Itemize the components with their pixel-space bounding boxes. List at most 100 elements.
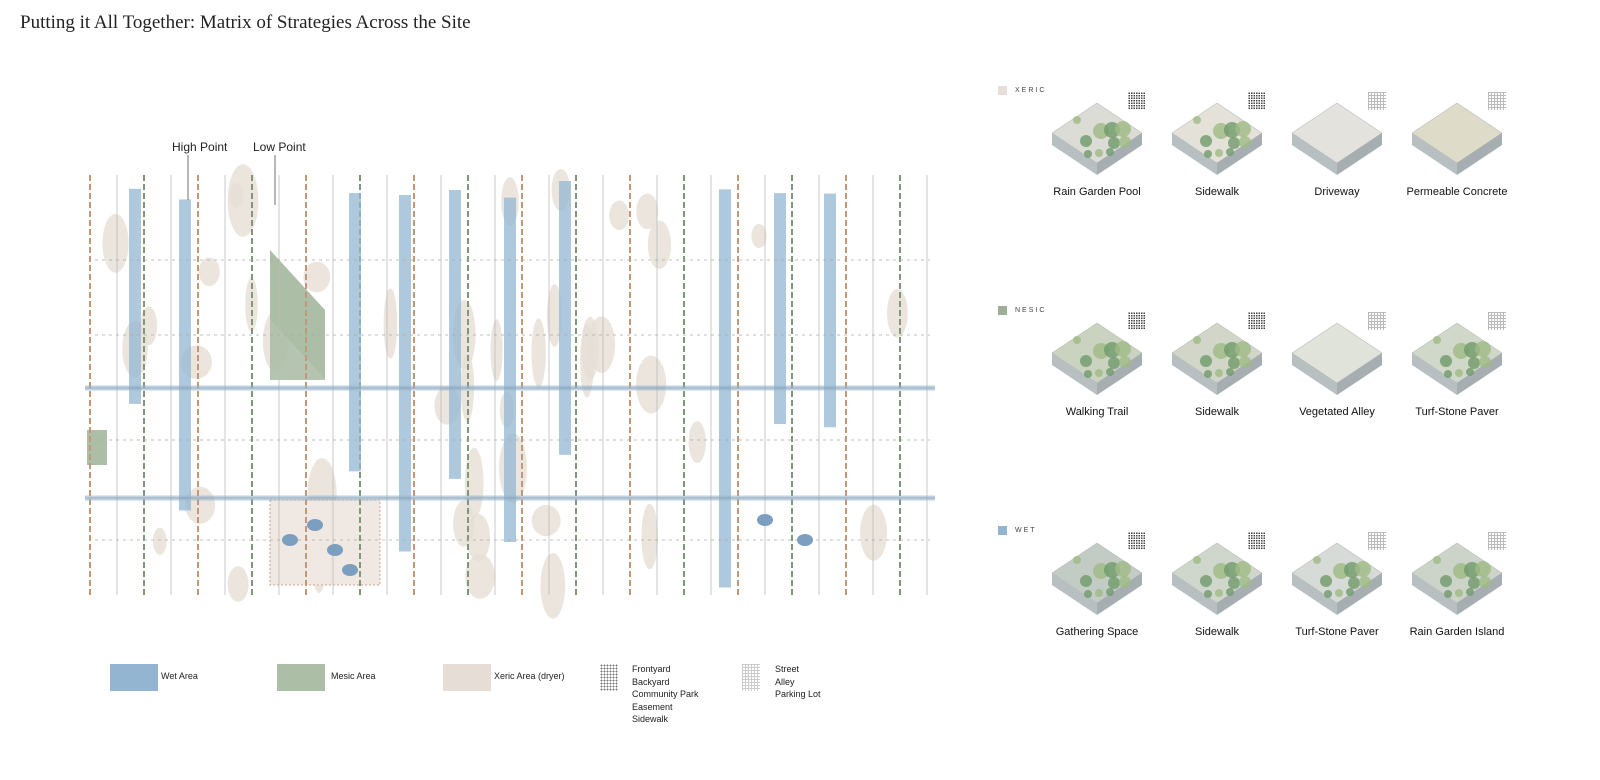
isometric-block-icon: [1051, 542, 1143, 615]
mesic-legend-label: Mesic Area: [331, 671, 376, 681]
strategy-label: Driveway: [1314, 186, 1360, 198]
mesic-park: [270, 320, 325, 380]
isometric-block-icon: [1171, 102, 1263, 175]
isometric-block-icon: [1291, 322, 1383, 395]
isometric-block-icon: [1051, 102, 1143, 175]
strategy-label: Sidewalk: [1194, 186, 1240, 198]
strategy-tile: Rain Garden Island: [1402, 535, 1512, 638]
legend-easement: Easement: [632, 701, 673, 712]
wet-area: [824, 193, 836, 428]
strategy-tile: Rain Garden Pool: [1042, 95, 1152, 198]
wet-area: [399, 195, 411, 552]
strategy-label: Gathering Space: [1055, 626, 1139, 638]
xeric-area: [531, 318, 546, 388]
rain-garden: [307, 519, 323, 531]
isometric-block-icon: [1051, 322, 1143, 395]
material-pattern-icon: [1248, 532, 1266, 550]
wet-area: [449, 190, 461, 479]
strategy-label: Walking Trail: [1065, 406, 1129, 418]
strategy-tile: Sidewalk: [1162, 315, 1272, 418]
category-xeric: XERIC: [998, 86, 1046, 95]
xeric-area: [531, 504, 561, 537]
xeric-area: [609, 200, 630, 231]
isometric-block-icon: [1411, 322, 1503, 395]
xeric-area: [751, 224, 767, 249]
xeric-area: [636, 193, 659, 230]
strategy-tile: Gathering Space: [1042, 535, 1152, 638]
strategy-tile: Walking Trail: [1042, 315, 1152, 418]
xeric-swatch: [443, 664, 491, 691]
wet-area: [129, 188, 141, 404]
strategy-label: Sidewalk: [1194, 406, 1240, 418]
xeric-area: [587, 316, 616, 374]
strategy-label: Vegetated Alley: [1299, 406, 1375, 418]
wet-area: [559, 181, 571, 455]
isometric-block-icon: [1411, 102, 1503, 175]
xeric-area: [102, 213, 129, 273]
category-swatch: [998, 526, 1007, 535]
wet-legend-label: Wet Area: [161, 671, 198, 681]
rain-garden: [327, 544, 343, 556]
xeric-area: [580, 324, 594, 398]
strategy-label: Rain Garden Island: [1409, 626, 1505, 638]
xeric-area: [636, 355, 667, 414]
high-point-label: High Point: [172, 140, 228, 154]
legend-parking-lot: Parking Lot: [775, 689, 821, 699]
site-map: [85, 155, 935, 619]
category-label: NESIC: [1015, 307, 1047, 314]
category-label: WET: [1015, 527, 1037, 534]
mesic-area: [87, 430, 107, 465]
xeric-area: [490, 319, 503, 381]
material-pattern-icon: [1128, 532, 1146, 550]
wet-area: [349, 193, 361, 472]
xeric-area: [546, 284, 563, 347]
wet-swatch: [110, 664, 158, 691]
legend-sidewalk: Sidewalk: [632, 714, 669, 724]
strategy-label: Rain Garden Pool: [1053, 186, 1141, 198]
mesic-swatch: [277, 664, 325, 691]
material-pattern-icon: [1128, 312, 1146, 330]
strategy-tile: Turf-Stone Paver: [1282, 535, 1392, 638]
isometric-block-icon: [1291, 102, 1383, 175]
xeric-area: [152, 527, 167, 555]
strategy-tile: Vegetated Alley: [1282, 315, 1392, 418]
material-pattern-icon: [1368, 532, 1386, 550]
material-pattern-icon: [1248, 92, 1266, 110]
legend-street: Street: [775, 664, 800, 674]
xeric-legend-label: Xeric Area (dryer): [494, 671, 565, 681]
xeric-area: [647, 220, 672, 269]
material-pattern-icon: [1488, 532, 1506, 550]
rain-garden: [342, 564, 358, 576]
category-nesic: NESIC: [998, 306, 1046, 315]
xeric-area: [688, 421, 706, 464]
xeric-area: [466, 513, 491, 562]
xeric-area: [229, 182, 244, 208]
material-pattern-icon: [1368, 92, 1386, 110]
xeric-area: [464, 447, 484, 519]
strategy-label: Turf-Stone Paver: [1295, 626, 1379, 638]
xeric-area: [303, 261, 331, 293]
strategy-tile: Sidewalk: [1162, 95, 1272, 198]
strategy-label: Sidewalk: [1194, 626, 1240, 638]
strategy-tile: Sidewalk: [1162, 535, 1272, 638]
category-swatch: [998, 306, 1007, 315]
strategy-tile: Permeable Concrete: [1402, 95, 1512, 198]
xeric-area: [227, 164, 259, 237]
xeric-area: [140, 306, 158, 346]
material-pattern-icon: [1488, 92, 1506, 110]
legend-alley: Alley: [775, 676, 795, 687]
mesic-park: [270, 250, 325, 380]
rain-garden: [282, 534, 298, 546]
wet-area: [774, 193, 786, 425]
xeric-area: [198, 257, 220, 287]
material-pattern-icon: [1128, 92, 1146, 110]
xeric-area: [641, 503, 658, 570]
xeric-area: [383, 288, 398, 359]
dotted-pattern-swatch: [600, 664, 618, 691]
isometric-block-icon: [1291, 542, 1383, 615]
legend-backyard: Backyard: [632, 676, 670, 687]
legend-frontyard: Frontyard: [632, 664, 671, 674]
isometric-block-icon: [1171, 322, 1263, 395]
wet-area: [179, 199, 191, 511]
strategy-label: Permeable Concrete: [1406, 186, 1508, 198]
